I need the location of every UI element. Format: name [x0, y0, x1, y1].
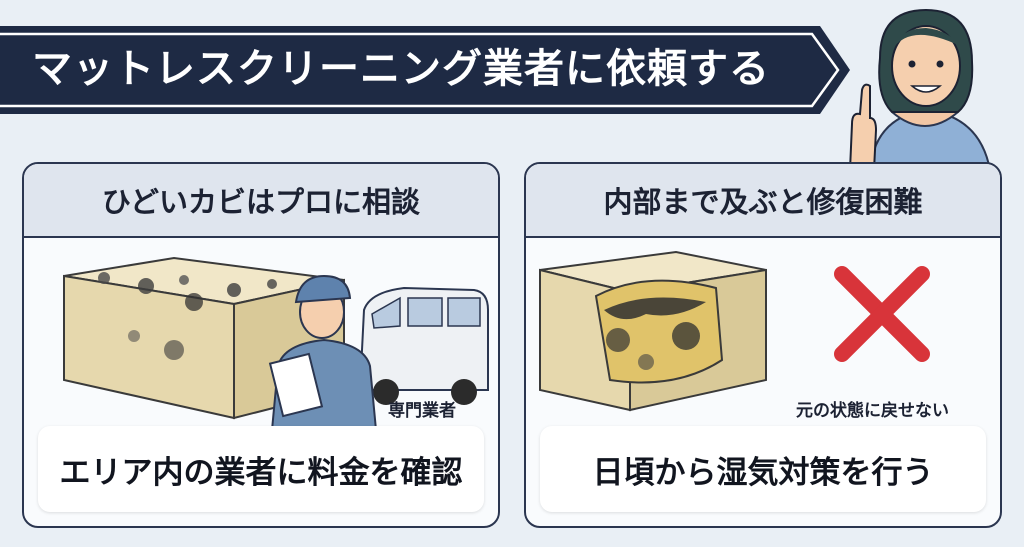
- panel-heading: ひどいカビはプロに相談: [24, 164, 498, 238]
- cleaner-worker-icon: [268, 274, 378, 430]
- cross-mark-icon: [834, 266, 930, 362]
- page-title: マットレスクリーニング業者に依頼する: [32, 46, 770, 92]
- panel-repair-difficult: 内部まで及ぶと修復困難 元の状態に戻せない 日頃から湿気対策を行う: [524, 162, 1002, 528]
- professional-illustration: [63, 256, 489, 430]
- panel-heading: 内部まで及ぶと修復困難: [526, 164, 1000, 238]
- presenter-woman-icon: [848, 8, 992, 170]
- title-banner: マットレスクリーニング業者に依頼する: [0, 14, 860, 126]
- banner-shape: [0, 26, 850, 114]
- panel-professional: ひどいカビはプロに相談 専門業: [22, 162, 500, 528]
- damage-illustration: [539, 250, 930, 412]
- damaged-mattress-icon: [539, 250, 767, 412]
- caption-specialist: 専門業者: [388, 401, 456, 421]
- caption-irreversible: 元の状態に戻せない: [796, 401, 949, 421]
- action-check-fees: エリア内の業者に料金を確認: [38, 426, 484, 512]
- action-humidity-control: 日頃から湿気対策を行う: [540, 426, 986, 512]
- van-icon: [358, 286, 489, 405]
